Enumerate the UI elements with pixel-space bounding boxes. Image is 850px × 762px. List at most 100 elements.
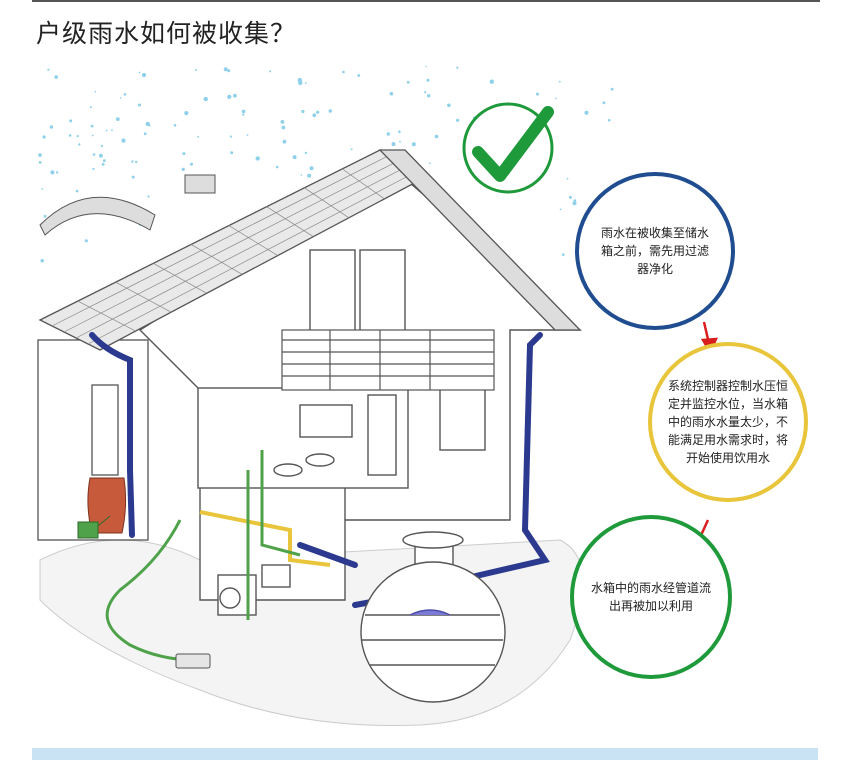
rain-drop bbox=[227, 94, 232, 99]
rain-drop bbox=[145, 121, 150, 127]
rain-drop bbox=[357, 74, 361, 77]
rain-drop bbox=[230, 151, 234, 155]
roof-tile-line bbox=[77, 300, 136, 332]
rain-drop bbox=[298, 80, 303, 85]
rain-drop bbox=[281, 125, 286, 130]
rain-drop bbox=[555, 97, 557, 100]
rain-drop bbox=[41, 188, 44, 190]
rain-drop bbox=[102, 159, 106, 163]
rain-drop bbox=[184, 111, 189, 116]
roof-tile-line bbox=[266, 206, 314, 237]
hose-nozzle bbox=[175, 653, 211, 669]
roof-tile-row bbox=[51, 155, 389, 327]
rain-drop bbox=[47, 68, 50, 71]
roof-tile-line bbox=[341, 168, 385, 200]
rain-drop bbox=[119, 97, 122, 99]
rain-drop bbox=[54, 75, 58, 79]
callout-controller: 系统控制器控制水压恒定并监控水位，当水箱中的雨水水量太少，不能满足用水需求时，将… bbox=[648, 342, 808, 502]
rain-drop bbox=[342, 70, 345, 74]
rain-drop bbox=[411, 142, 416, 147]
rain-drop bbox=[229, 135, 232, 138]
rain-drop bbox=[328, 109, 332, 113]
rain-drop bbox=[135, 160, 138, 164]
rain-drop bbox=[610, 87, 614, 91]
rain-drop bbox=[223, 67, 228, 72]
rain-drop bbox=[40, 259, 44, 263]
rain-drop bbox=[49, 125, 54, 129]
rain-drop bbox=[301, 109, 305, 114]
rain-drop bbox=[38, 153, 42, 157]
rain-drop bbox=[99, 153, 103, 158]
rain-drop bbox=[536, 92, 539, 96]
rain-barrel bbox=[87, 477, 127, 534]
rain-drop bbox=[92, 167, 95, 170]
rain-drop bbox=[76, 135, 79, 138]
rain-drop bbox=[304, 151, 308, 155]
rain-drop bbox=[84, 239, 88, 243]
yellow-pipe bbox=[199, 510, 331, 567]
rain-drop bbox=[138, 103, 141, 107]
rain-drop bbox=[389, 91, 394, 96]
rain-drop bbox=[173, 124, 177, 127]
rain-drop bbox=[111, 129, 113, 132]
balcony bbox=[281, 329, 495, 391]
rain-drop bbox=[489, 79, 494, 84]
rain-drop bbox=[242, 113, 245, 116]
watering-can bbox=[77, 515, 111, 539]
rain-drop bbox=[312, 113, 317, 118]
rain-drop bbox=[55, 171, 59, 174]
rain-drop bbox=[425, 65, 427, 68]
rain-drop bbox=[607, 118, 611, 122]
rain-drop bbox=[92, 153, 96, 156]
rain-drop bbox=[391, 142, 396, 147]
rain-drop bbox=[190, 162, 193, 166]
rain-drop bbox=[233, 93, 237, 98]
rain-drop bbox=[50, 170, 55, 175]
bottom-bar bbox=[32, 748, 818, 760]
rain-drop bbox=[203, 96, 208, 102]
checkmark-icon bbox=[462, 102, 554, 194]
rain-drop bbox=[568, 195, 572, 199]
rain-drop bbox=[182, 152, 186, 156]
rain-drop bbox=[304, 82, 307, 84]
rain-drop bbox=[123, 93, 127, 96]
rain-drop bbox=[602, 101, 606, 105]
rain-drop bbox=[447, 103, 451, 108]
rain-drop bbox=[100, 144, 103, 148]
rain-drop bbox=[399, 140, 401, 143]
rain-drop bbox=[350, 148, 353, 151]
rain-drop bbox=[427, 94, 431, 98]
rain-drop bbox=[69, 119, 73, 123]
rain-drop bbox=[91, 134, 94, 137]
rain-drop bbox=[255, 156, 260, 161]
rain-drop bbox=[307, 173, 312, 178]
rain-drop bbox=[38, 161, 42, 164]
rain-drop bbox=[147, 195, 150, 198]
roof bbox=[38, 149, 582, 351]
rain-drop bbox=[316, 110, 320, 114]
rain-drop bbox=[426, 78, 430, 82]
roof-tile-row bbox=[75, 167, 405, 339]
rain-drop bbox=[406, 80, 410, 84]
rain-drop bbox=[386, 132, 390, 136]
rain-drop bbox=[275, 165, 279, 169]
rain-drop bbox=[143, 132, 147, 136]
rain-drop bbox=[398, 130, 401, 133]
green-pipes bbox=[246, 450, 301, 620]
rain-drop bbox=[282, 139, 287, 144]
rain-drop bbox=[566, 177, 569, 180]
rain-drop bbox=[90, 124, 94, 128]
rain-drop bbox=[149, 125, 151, 127]
rain-drop bbox=[121, 138, 126, 143]
roof-tile-line bbox=[153, 262, 207, 294]
rain-drop bbox=[572, 201, 577, 206]
rain-drop bbox=[141, 72, 147, 78]
rain-drop bbox=[241, 109, 246, 114]
callout-reuse: 水箱中的雨水经管道流出再被加以利用 bbox=[570, 515, 732, 679]
rain-drop bbox=[562, 253, 565, 256]
roof-tile-row bbox=[63, 161, 397, 333]
rain-drop bbox=[558, 80, 561, 83]
rain-drop bbox=[195, 68, 197, 71]
rain-drop bbox=[269, 70, 272, 73]
